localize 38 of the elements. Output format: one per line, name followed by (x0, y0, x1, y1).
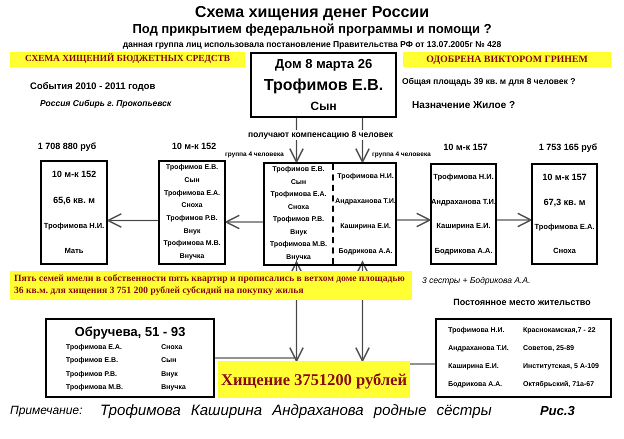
note-text: Трофимова Каширина Андраханова родные сёстры (100, 402, 492, 420)
note-text: Примечание: (10, 404, 82, 418)
connector-line (215, 357, 298, 361)
connector-line (410, 363, 435, 365)
group-panel (332, 164, 397, 264)
node-text: Дом 8 марта 26 (274, 56, 372, 72)
caption-text: 10 м-к 152 (170, 142, 218, 152)
highlight-banner: ОДОБРЕНА ВИКТОРОМ ГРИНЕМ (403, 52, 611, 68)
arrow (497, 212, 532, 228)
caption-text: Постоянное место жительство (452, 298, 592, 308)
highlight-banner: Хищение 3751200 рублей (218, 361, 410, 398)
note-text: 3 сестры + Бодрикова А.А. (422, 276, 530, 286)
node-text: 65,6 кв. м (53, 196, 95, 206)
arrow (107, 213, 158, 228)
caption-text: 10 м-к 157 (442, 143, 489, 153)
caption-text: 1 753 165 руб (538, 143, 598, 153)
node-text: Трофимов Е.В. (264, 76, 384, 94)
note-text: получают компенсацию 8 человек (246, 130, 395, 140)
note-text: Россия Сибирь г. Прокопьевск (40, 99, 172, 109)
title-text: Схема хищения денег России (194, 4, 430, 22)
note-text: данная группа лиц использовала постановление Правительства РФ от 13.07.2005г № 428 (122, 40, 502, 50)
arrow (225, 214, 263, 230)
caption-text: 1 708 880 руб (36, 142, 98, 152)
node-text: Обручева, 51 - 93 (74, 324, 186, 339)
note-text: Под прикрытием федеральной программы и помощи ? (131, 22, 493, 37)
family-box (45, 318, 215, 398)
arrow (397, 212, 431, 228)
family-box (250, 52, 397, 118)
note-text: Рис.3 (540, 404, 575, 419)
family-box (263, 162, 397, 266)
note-text: События 2010 - 2011 годов (30, 82, 156, 93)
node-text: 67,3 кв. м (544, 198, 586, 208)
node-text: Сын (310, 100, 337, 114)
node-text: 10 м-к 157 (542, 172, 587, 183)
highlight-banner: Пять семей имели в собственности пять квартир и прописались в ветхом доме площадью 36 кв.м. для хищения 3 751 200 рублей субсидий на покупку жилья (10, 271, 412, 300)
node-text: 10 м-к 152 (52, 170, 96, 180)
note-text: Назначение Жилое ? (412, 100, 516, 112)
highlight-banner: СХЕМА ХИЩЕНИЙ БЮДЖЕТНЫХ СРЕДСТВ (10, 52, 245, 67)
